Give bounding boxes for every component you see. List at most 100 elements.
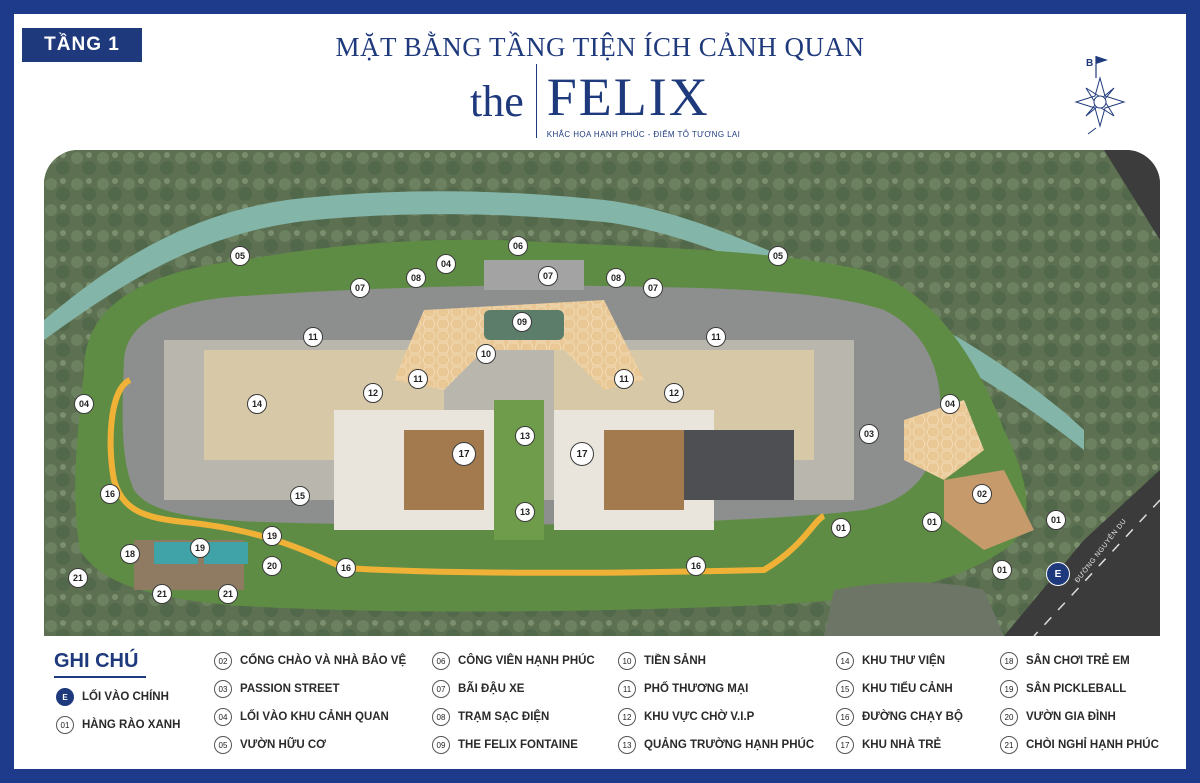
legend-label: SÂN PICKLEBALL — [1026, 683, 1127, 695]
map-marker-07: 07 — [538, 266, 558, 286]
map-marker-03: 03 — [859, 424, 879, 444]
legend-number: 21 — [1000, 736, 1018, 754]
map-marker-08: 08 — [606, 268, 626, 288]
map-marker-09: 09 — [512, 312, 532, 332]
legend-item: 03 PASSION STREET — [214, 680, 339, 698]
legend-item: 06 CÔNG VIÊN HẠNH PHÚC — [432, 652, 595, 670]
legend-label: BÃI ĐẬU XE — [458, 683, 525, 695]
main-entrance-marker: E — [1046, 562, 1070, 586]
legend-number: 02 — [214, 652, 232, 670]
legend-underline — [54, 676, 146, 678]
legend-title: GHI CHÚ — [54, 650, 139, 672]
legend-label: TRẠM SẠC ĐIỆN — [458, 711, 550, 723]
legend-number: 15 — [836, 680, 854, 698]
map-marker-05: 05 — [768, 246, 788, 266]
map-marker-10: 10 — [476, 344, 496, 364]
map-marker-04: 04 — [74, 394, 94, 414]
legend-label: KHU THƯ VIỆN — [862, 655, 946, 667]
legend-number: 14 — [836, 652, 854, 670]
legend-number: 03 — [214, 680, 232, 698]
legend-number: 18 — [1000, 652, 1018, 670]
brand-logo: the FELIX KHẮC HỌA HẠNH PHÚC - ĐIỂM TÔ T… — [470, 62, 740, 142]
legend-item: 21 CHÒI NGHỈ HẠNH PHÚC — [1000, 736, 1159, 754]
map-marker-12: 12 — [664, 383, 684, 403]
map-marker-08: 08 — [406, 268, 426, 288]
legend-label: LỐI VÀO KHU CẢNH QUAN — [240, 711, 389, 723]
map-marker-07: 07 — [643, 278, 663, 298]
legend-number: 05 — [214, 736, 232, 754]
map-marker-01: 01 — [992, 560, 1012, 580]
brand-divider — [535, 64, 537, 138]
map-marker-16: 16 — [336, 558, 356, 578]
legend-number: 12 — [618, 708, 636, 726]
map-marker-02: 02 — [972, 484, 992, 504]
legend-number: E — [56, 688, 74, 706]
map-marker-01: 01 — [922, 512, 942, 532]
road-top — [1054, 150, 1160, 240]
legend-label: HÀNG RÀO XANH — [82, 719, 181, 731]
legend-label: THE FELIX FONTAINE — [458, 739, 578, 751]
site-plan-drawing — [44, 150, 1160, 636]
map-marker-20: 20 — [262, 556, 282, 576]
legend-label: SÂN CHƠI TRẺ EM — [1026, 655, 1130, 667]
legend-number: 07 — [432, 680, 450, 698]
legend-number: 17 — [836, 736, 854, 754]
legend-number: 06 — [432, 652, 450, 670]
map-marker-21: 21 — [152, 584, 172, 604]
legend-label: KHU NHÀ TRẺ — [862, 739, 942, 751]
map-marker-01: 01 — [831, 518, 851, 538]
legend-item: 02 CỔNG CHÀO VÀ NHÀ BẢO VỆ — [214, 652, 406, 670]
map-marker-11: 11 — [614, 369, 634, 389]
legend-label: PHỐ THƯƠNG MẠI — [644, 683, 749, 695]
legend-label: KHU VỰC CHỜ V.I.P — [644, 711, 755, 723]
legend-item: 18 SÂN CHƠI TRẺ EM — [1000, 652, 1130, 670]
map-marker-18: 18 — [120, 544, 140, 564]
map-marker-17: 17 — [452, 442, 476, 466]
legend-label: VƯỜN HỮU CƠ — [240, 739, 326, 751]
legend-label: ĐƯỜNG CHẠY BỘ — [862, 711, 963, 723]
map-marker-11: 11 — [706, 327, 726, 347]
legend-item: 14 KHU THƯ VIỆN — [836, 652, 945, 670]
legend-number: 09 — [432, 736, 450, 754]
running-track — [107, 377, 826, 576]
legend-item: E LỐI VÀO CHÍNH — [56, 688, 169, 706]
legend-item: 08 TRẠM SẠC ĐIỆN — [432, 708, 549, 726]
map-marker-12: 12 — [363, 383, 383, 403]
brand-name: FELIX — [546, 67, 710, 127]
legend-number: 10 — [618, 652, 636, 670]
legend-label: TIỀN SẢNH — [644, 655, 706, 667]
map-marker-14: 14 — [247, 394, 267, 414]
map-marker-21: 21 — [218, 584, 238, 604]
brand-the: the — [470, 77, 524, 126]
legend-label: CỔNG CHÀO VÀ NHÀ BẢO VỆ — [240, 655, 407, 667]
legend-label: CÔNG VIÊN HẠNH PHÚC — [458, 655, 595, 667]
legend-label: PASSION STREET — [240, 683, 340, 695]
legend-item: 12 KHU VỰC CHỜ V.I.P — [618, 708, 754, 726]
main-road — [1004, 470, 1160, 636]
legend-number: 08 — [432, 708, 450, 726]
map-marker-05: 05 — [230, 246, 250, 266]
map-marker-13: 13 — [515, 502, 535, 522]
map-marker-04: 04 — [940, 394, 960, 414]
map-marker-21: 21 — [68, 568, 88, 588]
legend-label: LỐI VÀO CHÍNH — [82, 691, 169, 703]
legend-label: CHÒI NGHỈ HẠNH PHÚC — [1026, 739, 1159, 751]
map-marker-19: 19 — [262, 526, 282, 546]
map-marker-11: 11 — [408, 369, 428, 389]
legend-label: KHU TIỂU CẢNH — [862, 683, 953, 695]
map-marker-11: 11 — [303, 327, 323, 347]
legend-item: 05 VƯỜN HỮU CƠ — [214, 736, 326, 754]
legend-item: 15 KHU TIỂU CẢNH — [836, 680, 953, 698]
map-marker-13: 13 — [515, 426, 535, 446]
page-title: MẶT BẰNG TẦNG TIỆN ÍCH CẢNH QUAN — [335, 32, 865, 62]
map-marker-19: 19 — [190, 538, 210, 558]
legend-label: QUẢNG TRƯỜNG HẠNH PHÚC — [644, 739, 815, 751]
brand-tagline: KHẮC HỌA HẠNH PHÚC - ĐIỂM TÔ TƯƠNG LAI — [546, 130, 741, 139]
legend-label: VƯỜN GIA ĐÌNH — [1026, 711, 1116, 723]
